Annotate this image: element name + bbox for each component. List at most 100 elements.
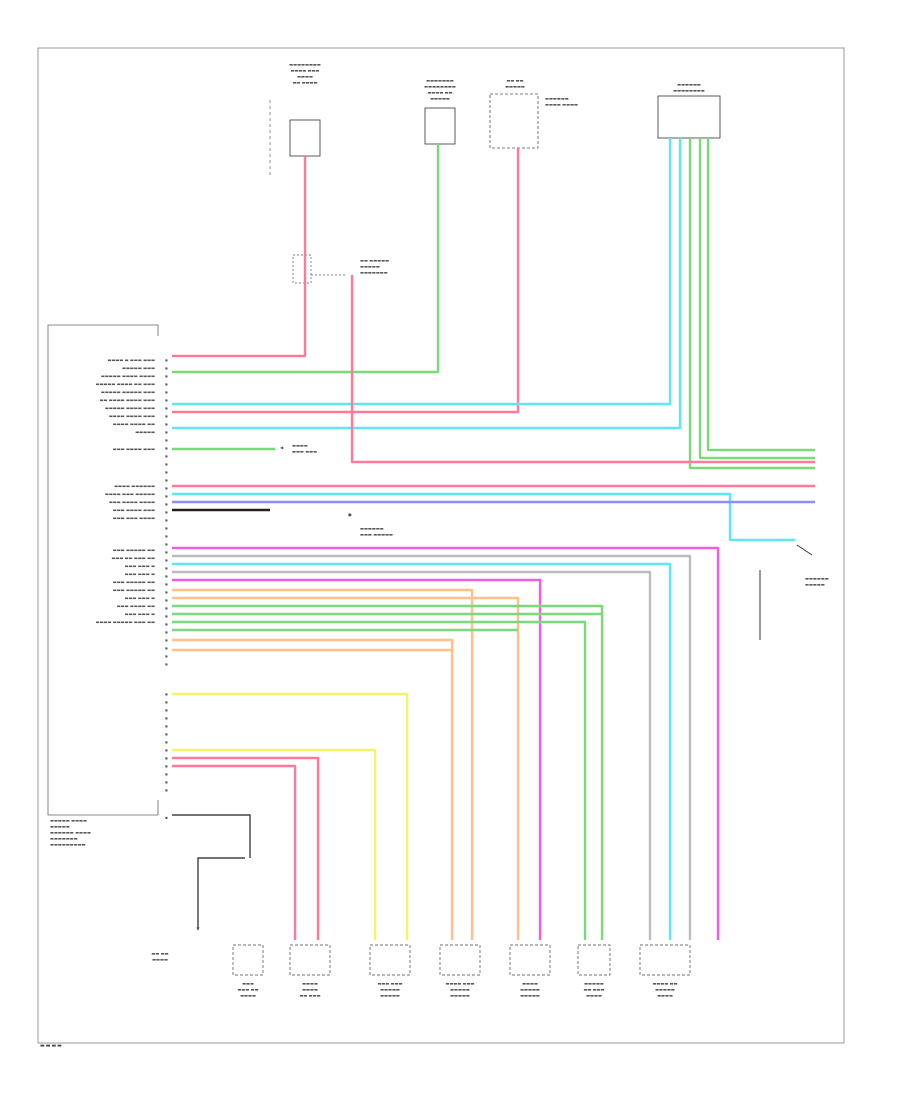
pin-number: ▪	[165, 502, 168, 507]
wire-harness	[172, 138, 815, 940]
wire-orange	[172, 596, 520, 940]
pin-number: ▪	[165, 398, 168, 403]
pin-number: ▪	[165, 534, 168, 539]
wire-yellow	[172, 748, 377, 940]
note-label: ▬▬ ▬▬▬▬▬	[360, 258, 389, 263]
splice-dot: ●	[348, 512, 352, 517]
component-label: ▬▬▬ ▬▬	[237, 987, 258, 992]
pin-number: ▪	[165, 692, 168, 697]
pin-number: ▪	[165, 518, 168, 523]
component-labels: ▬▬▬▬ ▬ ▬▬▬ ▬▬▬▬▬▬▬▬ ▬▬▬▬▬▬▬▬ ▬▬▬▬ ▬▬▬▬▬▬…	[50, 62, 829, 998]
module-label: ▬▬▬▬▬▬ ▬▬▬▬	[50, 830, 91, 835]
component-label: ▬▬▬▬ ▬▬	[652, 981, 677, 986]
pin-label: ▬▬▬ ▬▬ ▬▬▬ ▬▬	[111, 556, 155, 561]
module-label: ▬▬▬▬▬	[50, 824, 70, 829]
component-box	[289, 944, 331, 976]
note-label: ▬▬▬ ▬▬▬▬▬	[360, 532, 393, 537]
wire-orange	[172, 638, 454, 940]
component-label: ▬▬▬▬▬▬▬▬	[673, 88, 705, 93]
component-label: ▬▬▬▬ ▬▬▬	[445, 981, 474, 986]
diagram-footer: ▬▬▬▬	[40, 1043, 63, 1049]
pin-number: ▪	[165, 414, 168, 419]
pin-number: ▪	[165, 430, 168, 435]
component-label: ▬▬▬▬▬	[380, 987, 400, 992]
pin-number: ▪	[165, 526, 168, 531]
component-box	[289, 119, 321, 157]
component-label: ▬▬▬▬▬	[430, 96, 450, 101]
component-box	[657, 95, 721, 139]
component-box	[509, 944, 551, 976]
wire-red	[172, 148, 520, 414]
wire-gray	[172, 554, 692, 940]
component-label: ▬▬▬	[242, 981, 254, 986]
pin-number: ▪	[165, 542, 168, 547]
pin-number: ▪	[165, 470, 168, 475]
ground-symbol: ▼	[196, 926, 200, 931]
component-label: ▬▬▬▬▬	[505, 84, 525, 89]
pin-number: ▪	[165, 558, 168, 563]
pin-number: ▪	[165, 510, 168, 515]
wire-cyan	[172, 492, 795, 542]
component-label: ▬▬ ▬▬	[506, 78, 523, 83]
pin-number: ▪	[165, 638, 168, 643]
component-box	[424, 107, 456, 145]
pin-number: ▪	[165, 772, 168, 777]
component-box	[577, 944, 611, 976]
pin-label: ▬▬▬ ▬▬▬ ▬	[125, 612, 155, 617]
pin-label: ▬▬▬▬▬ ▬▬▬▬ ▬▬ ▬▬▬	[96, 382, 155, 387]
switch-box	[489, 93, 539, 149]
note-label: ▬▬▬▬	[292, 443, 308, 448]
component-label: ▬▬▬▬	[240, 993, 256, 998]
component-label: ▬▬▬▬▬	[520, 987, 540, 992]
note-label: ▬▬▬▬▬	[360, 264, 380, 269]
component-label: ▬▬▬▬	[522, 981, 538, 986]
wire-red	[172, 756, 320, 940]
component-label: ▬▬▬▬	[302, 987, 318, 992]
module-label: ▬▬▬▬▬▬▬▬▬	[50, 842, 86, 847]
component-label: ▬▬▬▬	[152, 957, 168, 962]
component-label: ▬▬▬▬	[297, 74, 313, 79]
note-label: ▬▬▬▬▬▬	[805, 576, 829, 581]
wire-red	[172, 764, 297, 940]
component-label: ▬▬ ▬▬	[151, 951, 168, 956]
wire-magenta	[172, 578, 542, 940]
pin-number: ▪	[165, 478, 168, 483]
note-label: ▬▬▬▬▬▬▬	[360, 270, 388, 275]
pin-label: ▬▬ ▬▬▬▬ ▬▬▬▬ ▬▬▬	[100, 398, 155, 403]
pin-number: ▪	[165, 646, 168, 651]
component-label: ▬▬▬▬ ▬▬	[427, 90, 452, 95]
pin-number: ▪	[165, 406, 168, 411]
wire-cyan	[172, 562, 672, 940]
pin-label: ▬▬▬▬▬ ▬▬▬▬ ▬▬▬▬	[101, 374, 155, 379]
wire-yellow	[172, 692, 409, 940]
component-box	[439, 944, 481, 976]
diagram-frame	[37, 47, 845, 1044]
pin-number: ▪	[165, 708, 168, 713]
component-label: ▬▬ ▬▬▬▬	[292, 80, 317, 85]
pin-number: ▪	[165, 622, 168, 627]
ground-arrow: ◀	[280, 445, 284, 450]
component-label: ▬▬▬▬▬	[584, 981, 604, 986]
component-label: ▬▬▬▬▬	[450, 993, 470, 998]
wire-orange	[172, 588, 474, 940]
pin-label: ▬▬▬▬ ▬▬▬▬ ▬▬▬	[109, 414, 155, 419]
pin-label: ▬▬▬▬ ▬▬▬▬▬▬	[114, 484, 155, 489]
pin-number: ▪	[165, 662, 168, 667]
pin-label: ▬▬▬ ▬▬▬▬▬ ▬▬	[113, 580, 155, 585]
component-label: ▬▬▬▬▬	[380, 993, 400, 998]
component-label: ▬▬▬▬	[657, 993, 673, 998]
component-label: ▬▬▬▬	[586, 993, 602, 998]
module-outline	[47, 324, 159, 816]
splice-box	[292, 254, 312, 284]
pin-number: ▪	[165, 374, 168, 379]
component-label: ▬▬▬▬▬	[655, 987, 675, 992]
pin-number: ▪	[165, 454, 168, 459]
component-label: ▬▬▬▬▬▬	[545, 96, 569, 101]
pin-number: ▪	[165, 550, 168, 555]
note-label: ▬▬▬ ▬▬▬	[292, 449, 317, 454]
wire-green	[172, 620, 587, 940]
pin-number: ▪	[165, 724, 168, 729]
pin-number: ▪	[165, 590, 168, 595]
component-box	[232, 944, 264, 976]
